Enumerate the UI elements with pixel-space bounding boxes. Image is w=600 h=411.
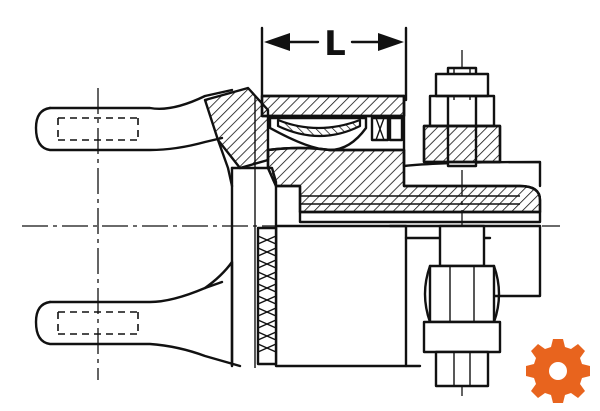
arrowhead-left — [264, 33, 290, 51]
yoke-ear-upper — [34, 88, 234, 152]
dimension-l: L — [260, 24, 408, 102]
yoke-ear-lower — [34, 280, 242, 368]
housing-upper — [260, 94, 406, 152]
bolt-upper — [422, 66, 502, 168]
bolt-lower — [422, 224, 502, 388]
orange-gear-icon — [526, 339, 590, 403]
dimension-label: L — [324, 24, 346, 64]
knurled-ring — [256, 226, 278, 366]
arrowhead-right — [378, 33, 404, 51]
